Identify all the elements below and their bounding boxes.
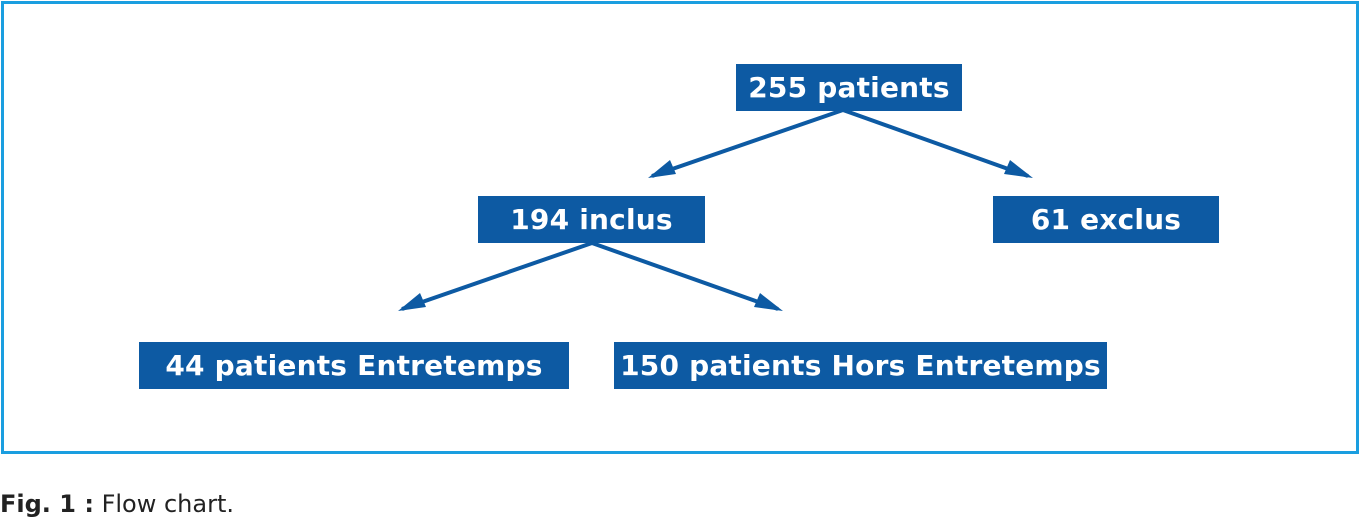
node-entretemps: 44 patients Entretemps <box>139 342 569 389</box>
arrow-included-to-entretemps <box>401 241 593 311</box>
node-entretemps-label: 44 patients Entretemps <box>165 349 543 382</box>
figure-frame <box>1 1 1359 454</box>
node-hors-entretemps: 150 patients Hors Entretemps <box>614 342 1107 389</box>
figure-caption: Fig. 1 : Flow chart. <box>0 490 234 518</box>
figure-caption-text: Flow chart. <box>93 490 234 518</box>
arrowhead-included-to-entretemps <box>398 293 426 311</box>
node-excluded-label: 61 exclus <box>1030 203 1182 236</box>
figure-caption-label: Fig. 1 : <box>0 490 94 518</box>
arrow-root-to-included <box>651 108 844 178</box>
arrowhead-root-to-included <box>648 160 676 178</box>
arrowhead-included-to-hors <box>754 293 783 311</box>
node-hors-entretemps-label: 150 patients Hors Entretemps <box>620 349 1101 382</box>
node-included-label: 194 inclus <box>510 203 673 236</box>
arrow-included-to-hors <box>591 241 779 311</box>
node-total-patients: 255 patients <box>736 64 962 111</box>
arrowhead-root-to-excluded <box>1004 160 1033 178</box>
arrow-root-to-excluded <box>842 108 1029 178</box>
node-total-patients-label: 255 patients <box>748 71 950 104</box>
node-included: 194 inclus <box>478 196 705 243</box>
node-excluded: 61 exclus <box>993 196 1219 243</box>
